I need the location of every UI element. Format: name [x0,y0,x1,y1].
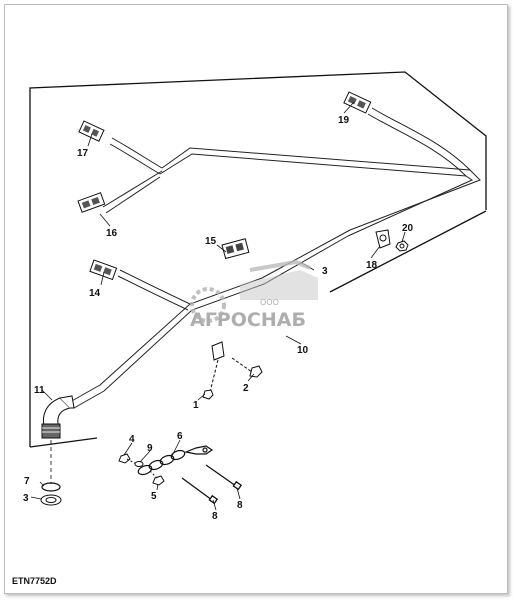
leader-lines [30,101,406,511]
callout-20: 20 [402,223,414,234]
nut-1-icon [202,389,214,400]
connector-14-icon [89,259,118,281]
cable-tie-8-left-icon [181,477,219,505]
callout-16: 16 [106,228,118,239]
callout-17: 17 [77,148,89,159]
callout-14: 14 [89,288,101,299]
connector-19-icon [343,91,372,114]
agrosnab-watermark: ООО АГРОСНАБ [190,259,318,331]
connector-17-icon [78,120,105,142]
callout-7: 7 [24,476,30,487]
connector-16-icon [77,192,106,213]
watermark-name: АГРОСНАБ [190,309,306,331]
nut-5-icon [149,470,165,486]
elbow-fitting-11-icon [41,395,75,439]
connector-15-icon [221,238,250,260]
callout-2: 2 [243,383,249,394]
callout-9: 9 [147,443,153,454]
jam-nut-3-icon [40,494,62,506]
callout-15: 15 [205,236,217,247]
callout-8-right: 8 [237,500,243,511]
callout-1: 1 [193,400,199,411]
callout-8-left: 8 [212,511,218,522]
callout-11: 11 [34,385,45,396]
watermark-prefix: ООО [260,298,279,307]
callout-labels: 17 16 15 14 19 18 20 3 10 1 2 11 7 3 4 9… [23,115,414,522]
callout-5: 5 [151,491,157,502]
chain-6-icon [137,445,214,476]
figure-code: ETN7752D [12,576,57,586]
callout-19: 19 [338,115,350,126]
callout-10: 10 [297,345,309,356]
callout-18: 18 [366,260,378,271]
screw-2-icon [231,357,263,378]
nut-20-icon [395,240,409,252]
wiring-harness [69,107,481,409]
clip-icon [209,341,225,393]
cable-tie-8-right-icon [205,464,243,491]
assembly-outline [29,71,487,448]
callout-6: 6 [177,431,183,442]
callout-4: 4 [129,434,135,445]
bracket-18-icon [375,229,391,249]
o-ring-7-icon [41,482,61,492]
page-frame [4,4,508,594]
callout-3-upper: 3 [322,266,328,277]
callout-3-lower: 3 [23,493,29,504]
washer-9-icon [134,461,144,467]
